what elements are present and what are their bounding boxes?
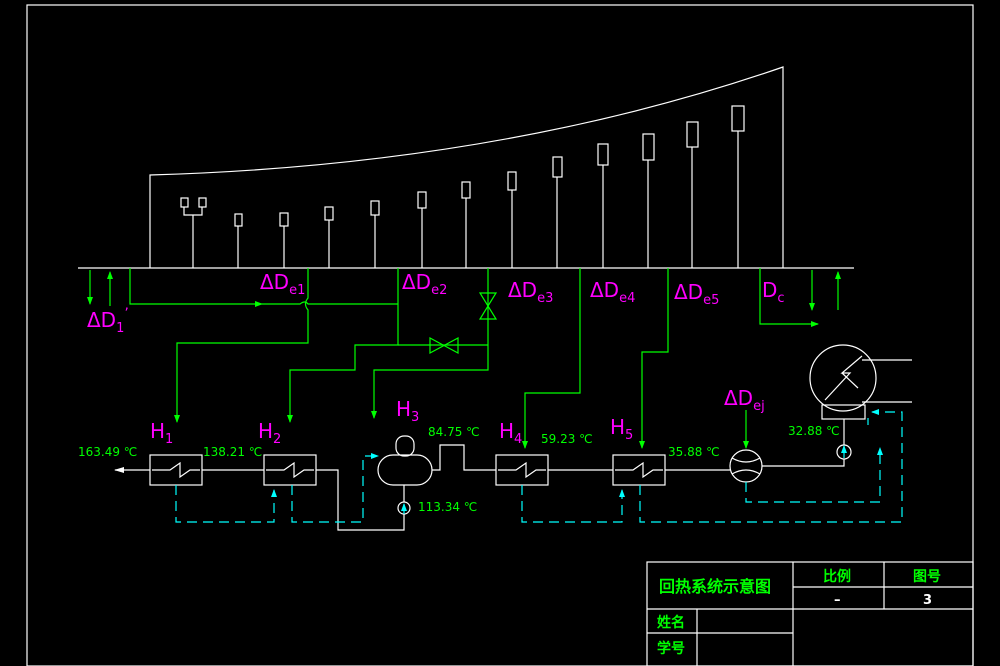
ejector bbox=[729, 449, 763, 483]
drawing-frame bbox=[26, 4, 974, 666]
temp-h1: 138.21 ℃ bbox=[203, 445, 262, 459]
temp-h5: 35.88 ℃ bbox=[668, 445, 720, 459]
label-delta-de5: ΔDe5 bbox=[674, 280, 719, 308]
label-h2: H2 bbox=[258, 419, 281, 447]
temp-outlet: 163.49 ℃ bbox=[78, 445, 137, 459]
deaerator bbox=[377, 435, 433, 486]
label-dc: Dc bbox=[762, 278, 785, 306]
heater-h5 bbox=[612, 454, 666, 486]
turbine-blades bbox=[180, 105, 745, 268]
label-delta-de3: ΔDe3 bbox=[508, 278, 553, 306]
title-block-title: 回热系统示意图 bbox=[659, 577, 771, 596]
label-delta-de1: ΔDe1 bbox=[260, 270, 305, 298]
label-h5: H5 bbox=[610, 415, 633, 443]
temp-h4: 59.23 ℃ bbox=[541, 432, 593, 446]
heater-h1 bbox=[149, 454, 203, 486]
heater-h4 bbox=[495, 454, 549, 486]
feedwater-line bbox=[114, 419, 845, 531]
label-delta-dej: ΔDej bbox=[724, 386, 765, 414]
scale-header: 比例 bbox=[823, 568, 851, 585]
temp-condenser: 32.88 ℃ bbox=[788, 424, 840, 438]
valve-horizontal bbox=[429, 336, 459, 355]
drain-arrows bbox=[401, 445, 847, 514]
gland-steam-arrows bbox=[87, 270, 841, 311]
drawing-no-header: 图号 bbox=[913, 569, 941, 585]
label-delta-de4: ΔDe4 bbox=[590, 278, 635, 306]
drawing-no-value: 3 bbox=[923, 593, 932, 608]
label-delta-d1-prime: ΔD1’ bbox=[87, 306, 129, 336]
condenser bbox=[809, 344, 912, 420]
label-h3: H3 bbox=[396, 397, 419, 425]
heater-h2 bbox=[263, 454, 317, 486]
scale-value: – bbox=[834, 593, 841, 608]
student-id-label: 学号 bbox=[657, 640, 685, 657]
label-h4: H4 bbox=[499, 419, 522, 447]
label-delta-de2: ΔDe2 bbox=[402, 270, 447, 298]
title-block bbox=[646, 561, 974, 666]
label-h1: H1 bbox=[150, 419, 173, 447]
name-label: 姓名 bbox=[657, 614, 685, 631]
extraction-steam-lines bbox=[129, 268, 819, 449]
drain-lines bbox=[175, 409, 903, 523]
temp-h3: 84.75 ℃ bbox=[428, 425, 480, 439]
temp-deaerator-pump: 113.34 ℃ bbox=[418, 500, 477, 514]
valve-vertical bbox=[478, 292, 498, 320]
